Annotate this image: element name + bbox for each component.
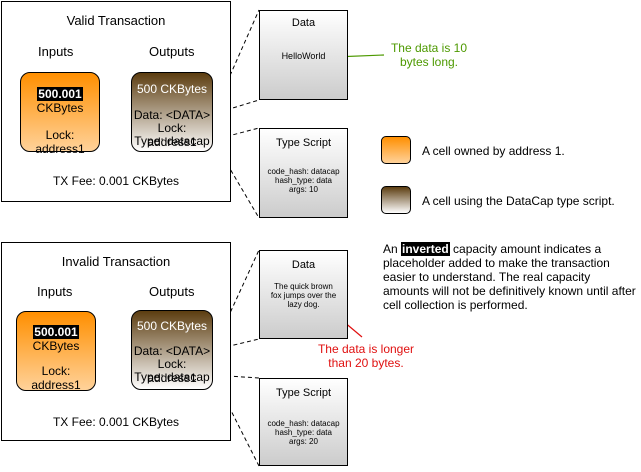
valid-transaction-title: Valid Transaction <box>66 13 166 28</box>
valid-type-script-line-1: code_hash: datacap <box>267 167 340 176</box>
legend-brown-swatch <box>381 186 411 214</box>
valid-output-type: Type: datacap <box>134 134 210 148</box>
legend-orange-swatch <box>381 136 411 164</box>
valid-output-amount: 500 CKBytes <box>136 82 208 96</box>
valid-type-script-line-3: args: 10 <box>289 185 318 194</box>
invalid-fee: TX Fee: 0.001 CKBytes <box>52 415 180 429</box>
valid-inputs-label: Inputs <box>38 44 74 59</box>
valid-input-lock: Lock: address1 <box>35 128 85 156</box>
invalid-input-cell: 500.001 CKBytes Lock: address1 <box>16 311 96 392</box>
invalid-data-box: Data The quick brown fox jumps over the … <box>259 250 348 339</box>
invalid-input-lock: Lock: address1 <box>31 364 81 392</box>
connector-invalid-data-top <box>212 249 260 351</box>
invalid-type-script-line-3: args: 20 <box>289 437 318 446</box>
valid-data-box-content: HelloWorld <box>281 51 326 61</box>
invalid-type-script-line-1: code_hash: datacap <box>267 419 340 428</box>
inverted-note-prefix: An <box>383 242 402 256</box>
invalid-input-unit: CKBytes <box>32 339 80 353</box>
invalid-output-data: Data: <DATA> <box>133 344 211 358</box>
legend-brown-label: A cell using the DataCap type script. <box>422 194 615 208</box>
invalid-inputs-label: Inputs <box>37 284 73 299</box>
invalid-input-amount: 500.001 <box>33 325 79 339</box>
invalid-output-type: Type: datacap <box>134 370 210 384</box>
valid-data-box-title: Data <box>291 17 316 29</box>
inverted-note-highlight: inverted <box>401 242 450 256</box>
valid-output-cell: 500 CKBytes Data: <DATA> Lock: address1 … <box>131 72 213 152</box>
valid-type-script-title: Type Script <box>275 137 332 149</box>
connector-valid-data-top <box>212 9 260 115</box>
invalid-type-script-line-2: hash_type: data <box>275 428 332 437</box>
invalid-type-script-box: Type Script code_hash: datacap hash_type… <box>259 378 348 466</box>
valid-outputs-label: Outputs <box>149 44 195 59</box>
valid-fee: TX Fee: 0.001 CKBytes <box>52 174 180 188</box>
valid-type-script-box: Type Script code_hash: datacap hash_type… <box>259 128 348 218</box>
invalid-data-box-title: Data <box>291 259 316 271</box>
valid-input-cell: 500.001 CKBytes Lock: address1 <box>20 72 100 156</box>
valid-input-amount: 500.001 <box>37 87 83 101</box>
invalid-annotation: The data is longer than 20 bytes. <box>317 342 415 370</box>
invalid-output-cell: 500 CKBytes Data: <DATA> Lock: address1 … <box>131 310 213 390</box>
valid-input-unit: CKBytes <box>36 101 84 115</box>
inverted-note: An inverted capacity amount indicates a … <box>383 242 639 312</box>
valid-data-box: Data HelloWorld <box>259 10 348 100</box>
invalid-type-script-title: Type Script <box>275 387 332 399</box>
valid-annotation: The data is 10 bytes long. <box>390 41 468 69</box>
valid-type-script-line-2: hash_type: data <box>275 176 332 185</box>
invalid-output-amount: 500 CKBytes <box>136 319 208 333</box>
invalid-transaction-title: Invalid Transaction <box>61 254 171 269</box>
invalid-data-box-content: The quick brown fox jumps over the lazy … <box>270 282 337 309</box>
valid-output-lock: Lock: address1 <box>147 121 197 149</box>
invalid-output-lock: Lock: address1 <box>147 357 197 385</box>
legend-orange-label: A cell owned by address 1. <box>422 144 565 158</box>
invalid-outputs-label: Outputs <box>149 284 195 299</box>
valid-output-data: Data: <DATA> <box>133 108 211 122</box>
inverted-note-rest: capacity amount indicates a placeholder … <box>383 242 636 312</box>
